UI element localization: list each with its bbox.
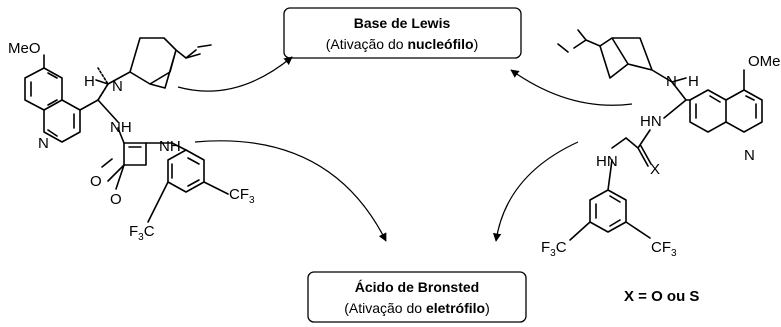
right-urea-catalyst: OMe H N N HN HN X F3C CF3 [541, 29, 781, 259]
left-cf3-left-label: F3C [129, 223, 155, 243]
right-h-label: H [688, 73, 699, 90]
right-quinoline-n-label: N [744, 147, 755, 164]
interaction-arrows [177, 56, 633, 242]
arrow-left-to-base [177, 56, 293, 92]
bronsted-acid-title: Ácido de Bronsted [355, 279, 479, 295]
bronsted-acid-box: Ácido de Bronsted (Ativação do eletrófil… [307, 271, 527, 323]
right-cf3-right-label: CF3 [651, 239, 677, 259]
right-cf3-left-label: F3C [541, 239, 567, 259]
x-definition: X = O ou S [624, 288, 699, 305]
left-nh-label-2: NH [159, 138, 181, 155]
left-quinuclidine [107, 37, 197, 89]
left-quinoline-pyridine-ring [43, 99, 81, 143]
left-squaramide-catalyst: MeO H N N NH NH O O CF3 F3C [8, 37, 255, 243]
left-oxygen-label-1: O [90, 173, 102, 190]
lewis-base-title: Base de Lewis [354, 15, 451, 31]
left-h-label: H [84, 73, 95, 90]
right-quinoline-pyridine-ring [689, 89, 727, 133]
right-bridge-n-label: N [666, 73, 677, 90]
right-methoxy-label: OMe [748, 53, 781, 70]
lewis-base-subtitle: (Ativação do nucleófilo) [326, 36, 479, 52]
right-hn-label-2: HN [596, 153, 618, 170]
left-aryl-ring [167, 149, 205, 193]
arrow-right-to-base [510, 69, 633, 106]
left-quinoline-n-label: N [38, 135, 49, 152]
right-quinuclidine [573, 37, 673, 83]
arrow-right-to-acid [492, 141, 579, 242]
right-aryl-ring [589, 189, 627, 233]
left-oxygen-label-2: O [110, 191, 122, 208]
right-x-label: X [650, 161, 660, 178]
left-bridge-n-label: N [112, 78, 123, 95]
left-cf3-right-label: CF3 [229, 186, 255, 206]
left-nh-label-1: NH [110, 119, 132, 136]
left-squaramide-ring [123, 142, 147, 166]
right-quinoline-benzo-ring [725, 89, 763, 133]
left-methoxy-label: MeO [8, 40, 41, 57]
right-hn-label-1: HN [640, 113, 662, 130]
bronsted-acid-subtitle: (Ativação do eletrófilo) [344, 300, 490, 316]
lewis-base-box: Base de Lewis (Ativação do nucleófilo) [283, 7, 522, 59]
arrow-left-to-acid [194, 140, 387, 242]
